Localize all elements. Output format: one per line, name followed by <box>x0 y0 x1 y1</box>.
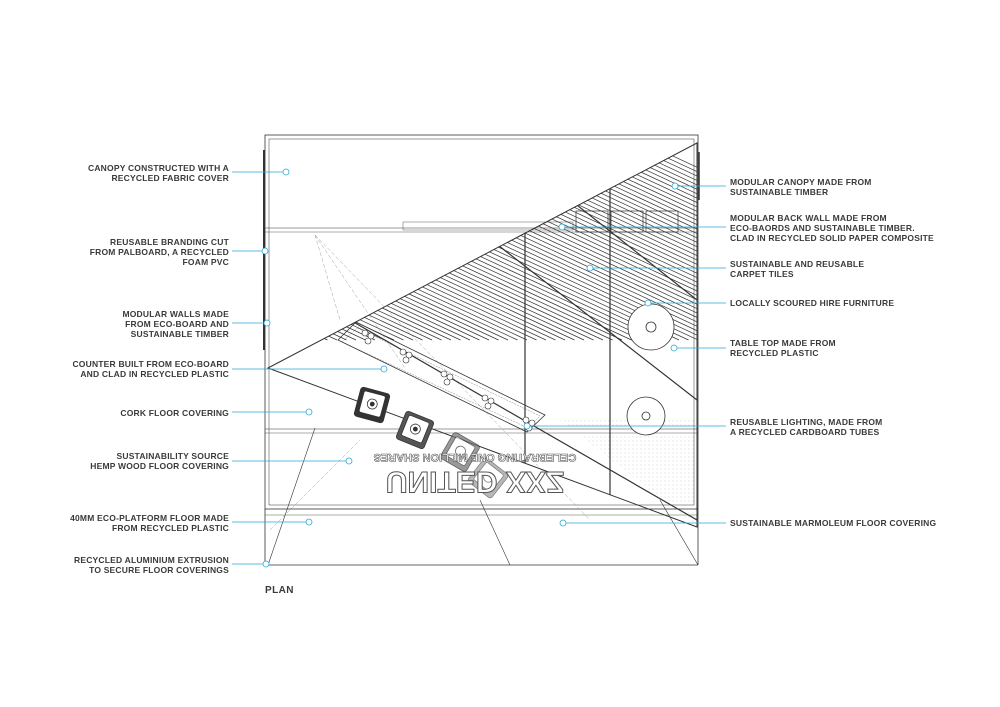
branding-sub-text: CELEBRATING ONE MILLION SHARES <box>374 451 577 463</box>
callout-eco-platform: 40MM ECO-PLATFORM FLOOR MADE FROM RECYCL… <box>70 513 229 533</box>
branding-sub-graphic: CELEBRATING ONE MILLION SHARES <box>373 451 577 464</box>
callout-aluminium-extrusion: RECYCLED ALUMINIUM EXTRUSION TO SECURE F… <box>74 555 229 575</box>
callout-counter: COUNTER BUILT FROM ECO-BOARD AND CLAD IN… <box>72 359 229 379</box>
callout-branding-palboard: REUSABLE BRANDING CUT FROM PALBOARD, A R… <box>89 237 229 267</box>
callout-cork-floor: CORK FLOOR COVERING <box>120 408 229 418</box>
callout-carpet-tiles: SUSTAINABLE AND REUSABLE CARPET TILES <box>730 259 865 279</box>
callout-modular-canopy: MODULAR CANOPY MADE FROM SUSTAINABLE TIM… <box>730 177 872 197</box>
plan-title: PLAN <box>265 585 294 596</box>
callout-hire-furniture: LOCALLY SCOURED HIRE FURNITURE <box>730 298 895 308</box>
callout-table-top: TABLE TOP MADE FROM RECYCLED PLASTIC <box>730 338 836 358</box>
branding-main-text: UNITED XXZ <box>386 465 564 498</box>
hire-furniture <box>626 303 675 436</box>
counter <box>337 321 546 433</box>
back-wall-modules <box>402 210 679 233</box>
callout-canopy-fabric: CANOPY CONSTRUCTED WITH A RECYCLED FABRI… <box>88 163 229 183</box>
lighting-fixtures <box>361 329 536 432</box>
stools <box>353 386 509 499</box>
callout-marmoleum: SUSTAINABLE MARMOLEUM FLOOR COVERING <box>730 518 937 528</box>
marmoleum-zone <box>560 420 697 527</box>
callout-back-wall: MODULAR BACK WALL MADE FROM ECO-BAORDS A… <box>730 213 934 243</box>
callout-lighting: REUSABLE LIGHTING, MADE FROM A RECYCLED … <box>730 417 883 437</box>
callout-hemp-floor: SUSTAINABILITY SOURCE HEMP WOOD FLOOR CO… <box>90 451 229 471</box>
callout-leaders <box>232 168 726 568</box>
callout-modular-walls: MODULAR WALLS MADE FROM ECO-BOARD AND SU… <box>122 309 229 339</box>
branding-floor-graphic: UNITED XXZ <box>385 465 564 499</box>
